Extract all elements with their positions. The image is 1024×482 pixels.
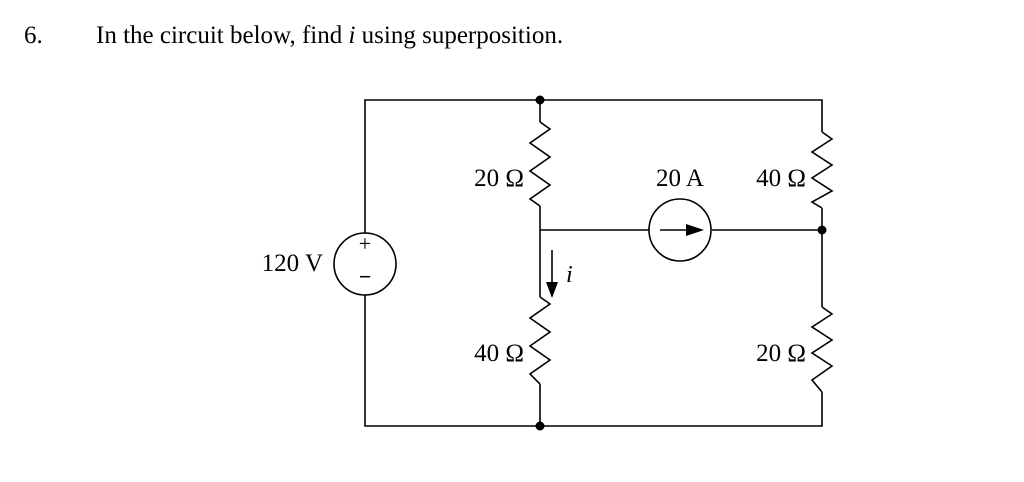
resistor-top-middle: 20 Ω — [474, 121, 552, 207]
resistor-top-right: 40 Ω — [756, 131, 834, 209]
resistor-zigzag-icon — [528, 121, 552, 207]
resistor-zigzag-icon — [810, 131, 834, 209]
current-indicator-label: i — [566, 262, 573, 288]
problem-text-before: In the circuit below, find — [96, 22, 349, 49]
current-source-arrow-icon — [686, 224, 704, 236]
resistor-bottom-middle: 40 Ω — [474, 296, 552, 385]
voltage-source-label: 120 V — [262, 250, 323, 277]
problem-statement: In the circuit below, find i using super… — [96, 20, 563, 52]
junction-dots — [535, 95, 827, 431]
voltage-source-minus: − — [359, 264, 372, 289]
wire-left-lower — [364, 295, 823, 427]
resistor-label-bottom-middle: 40 Ω — [474, 340, 524, 367]
voltage-source-plus: + — [359, 231, 371, 256]
resistor-label-top-middle: 20 Ω — [474, 165, 524, 192]
junction-dot-right — [817, 225, 827, 235]
current-source-label: 20 A — [656, 165, 704, 192]
problem-text-after: using superposition. — [355, 22, 564, 49]
voltage-source: + − 120 V — [262, 231, 397, 296]
voltage-source-circle — [333, 232, 397, 296]
resistor-label-bottom-right: 20 Ω — [756, 340, 806, 367]
junction-dot-bottom — [535, 421, 545, 431]
down-arrow-icon — [546, 282, 558, 298]
junction-dot-top — [535, 95, 545, 105]
resistor-zigzag-icon — [528, 296, 552, 385]
current-indicator: i — [546, 250, 573, 298]
circuit-wires — [364, 99, 823, 427]
problem-number: 6. — [24, 22, 43, 49]
resistor-label-top-right: 40 Ω — [756, 165, 806, 192]
resistor-bottom-right: 20 Ω — [756, 306, 834, 393]
problem-variable: i — [348, 22, 356, 49]
current-source: 20 A — [648, 165, 712, 262]
wire-outer-loop — [364, 99, 823, 234]
resistor-zigzag-icon — [810, 306, 834, 393]
